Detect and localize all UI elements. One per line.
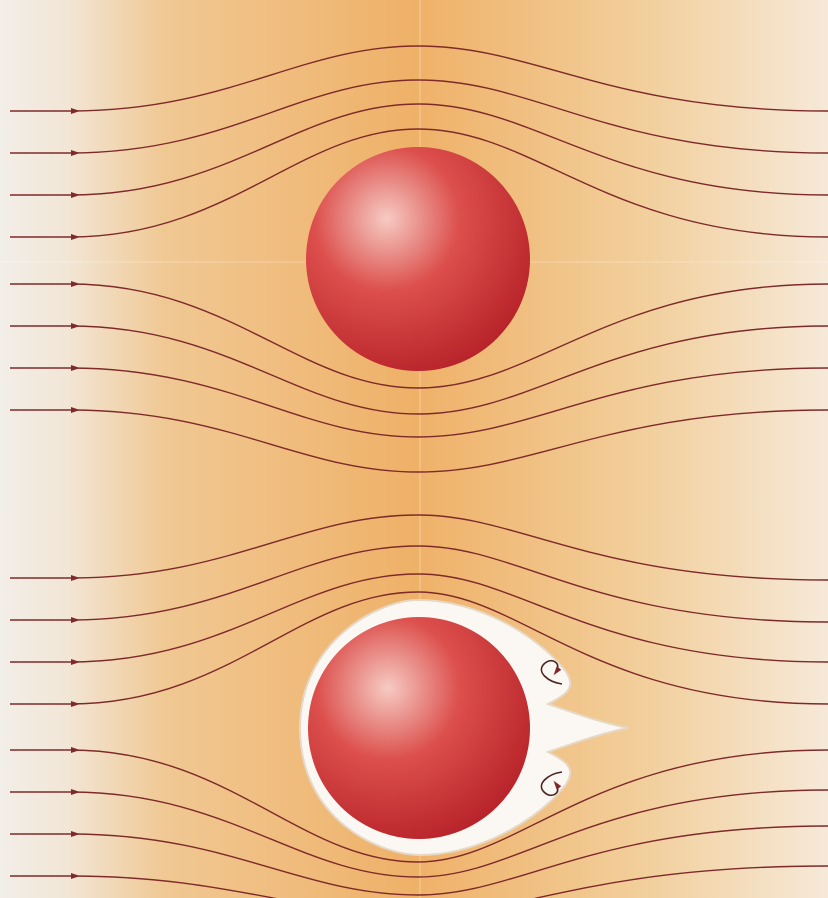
sphere-ideal-flow <box>306 147 530 371</box>
sphere-separated-flow <box>308 617 530 839</box>
